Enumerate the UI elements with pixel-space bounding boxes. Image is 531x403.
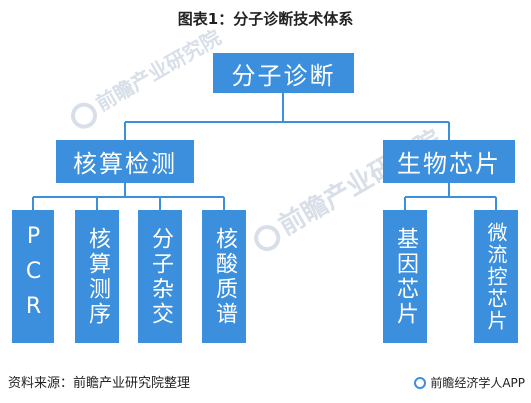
- leaf-node-label: 核酸质谱: [212, 226, 237, 327]
- root-node-label: 分子诊断: [231, 61, 336, 90]
- diagram-title: 图表1：分子诊断技术体系: [177, 10, 354, 28]
- leaf-node-gene-chip: 基因芯片: [383, 210, 427, 343]
- leaf-node-sequencing: 核算测序: [75, 210, 119, 343]
- leaf-node-label: 核算测序: [85, 226, 110, 327]
- brand-label: 前瞻经济学人APP: [430, 376, 525, 390]
- root-node: 分子诊断: [213, 53, 354, 93]
- leaf-node-label: 基因芯片: [393, 226, 418, 327]
- branch-node-label: 核算检测: [73, 150, 177, 178]
- branch-node-label: 生物芯片: [397, 150, 501, 178]
- leaf-node-pcr: PCR: [12, 210, 54, 343]
- brand-mark: 前瞻经济学人APP: [414, 374, 525, 391]
- leaf-node-hybridization: 分子杂交: [138, 210, 182, 343]
- source-note: 资料来源：前瞻产业研究院整理: [8, 376, 191, 391]
- leaf-node-label: 分子杂交: [148, 226, 173, 327]
- branch-node-biochip: 生物芯片: [383, 140, 515, 183]
- branch-node-nucleic-detection: 核算检测: [56, 140, 194, 183]
- leaf-node-mass-spec: 核酸质谱: [202, 210, 246, 343]
- leaf-node-microfluidic-chip: 微流控芯片: [474, 210, 518, 343]
- brand-logo-icon: [414, 376, 427, 389]
- leaf-node-label: 微流控芯片: [484, 221, 508, 332]
- leaf-node-label: PCR: [21, 224, 46, 329]
